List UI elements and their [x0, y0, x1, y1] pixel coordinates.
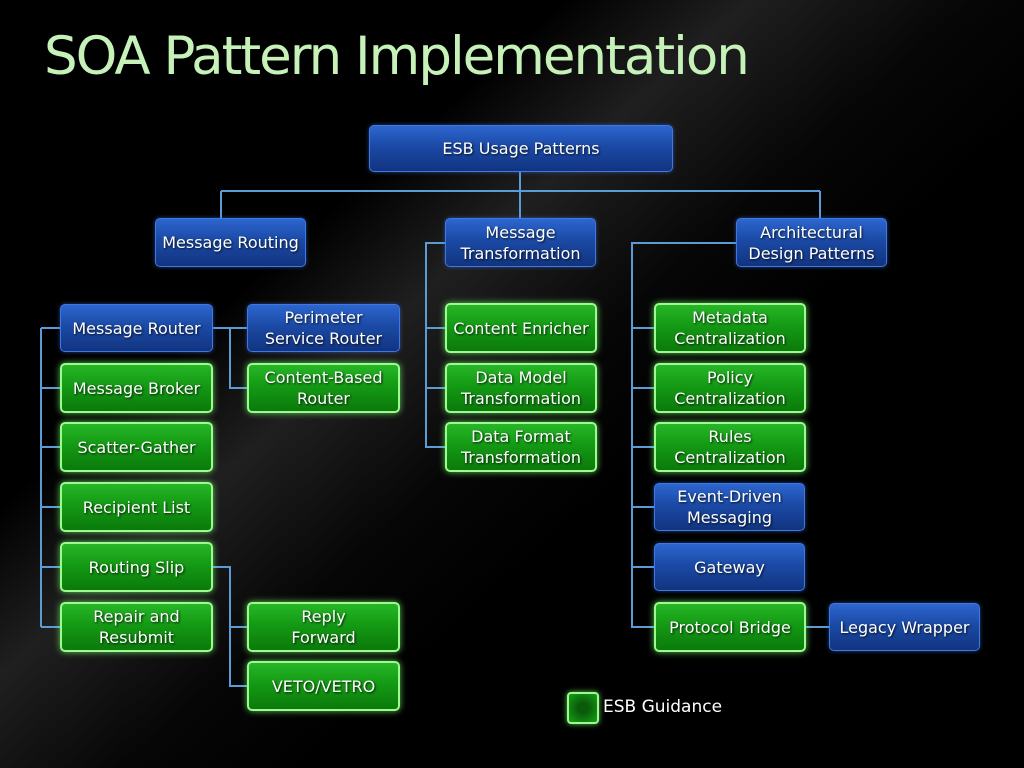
- node-reply-forward: Reply Forward: [247, 602, 400, 652]
- node-data-format-transformation: Data Format Transformation: [445, 422, 597, 472]
- node-recipient-list: Recipient List: [60, 482, 213, 532]
- node-perimeter-service-router: Perimeter Service Router: [247, 304, 400, 352]
- connector-architectural-spine: [631, 242, 736, 628]
- slide-title: SOA Pattern Implementation: [44, 26, 750, 87]
- node-event-driven-messaging: Event-Driven Messaging: [654, 483, 805, 531]
- node-legacy-wrapper: Legacy Wrapper: [829, 603, 980, 651]
- node-message-transformation: Message Transformation: [445, 218, 596, 267]
- node-repair-and-resubmit: Repair and Resubmit: [60, 602, 213, 652]
- legend-swatch: [567, 692, 599, 724]
- node-policy-centralization: Policy Centralization: [654, 363, 806, 413]
- legend-label: ESB Guidance: [603, 697, 723, 717]
- node-data-model-transformation: Data Model Transformation: [445, 363, 597, 413]
- node-scatter-gather: Scatter-Gather: [60, 422, 213, 472]
- node-message-router: Message Router: [60, 304, 213, 352]
- node-gateway: Gateway: [654, 543, 805, 591]
- node-message-broker: Message Broker: [60, 363, 213, 413]
- node-protocol-bridge: Protocol Bridge: [654, 602, 806, 652]
- node-esb-usage-patterns: ESB Usage Patterns: [369, 125, 673, 172]
- node-routing-slip: Routing Slip: [60, 542, 213, 592]
- node-message-routing: Message Routing: [155, 218, 306, 267]
- node-metadata-centralization: Metadata Centralization: [654, 303, 806, 353]
- node-veto-vetro: VETO/VETRO: [247, 661, 400, 711]
- node-rules-centralization: Rules Centralization: [654, 422, 806, 472]
- node-content-based-router: Content-Based Router: [247, 363, 400, 413]
- node-content-enricher: Content Enricher: [445, 303, 597, 353]
- connector-transformation-spine: [425, 242, 445, 448]
- node-architectural-design-patterns: Architectural Design Patterns: [736, 218, 887, 267]
